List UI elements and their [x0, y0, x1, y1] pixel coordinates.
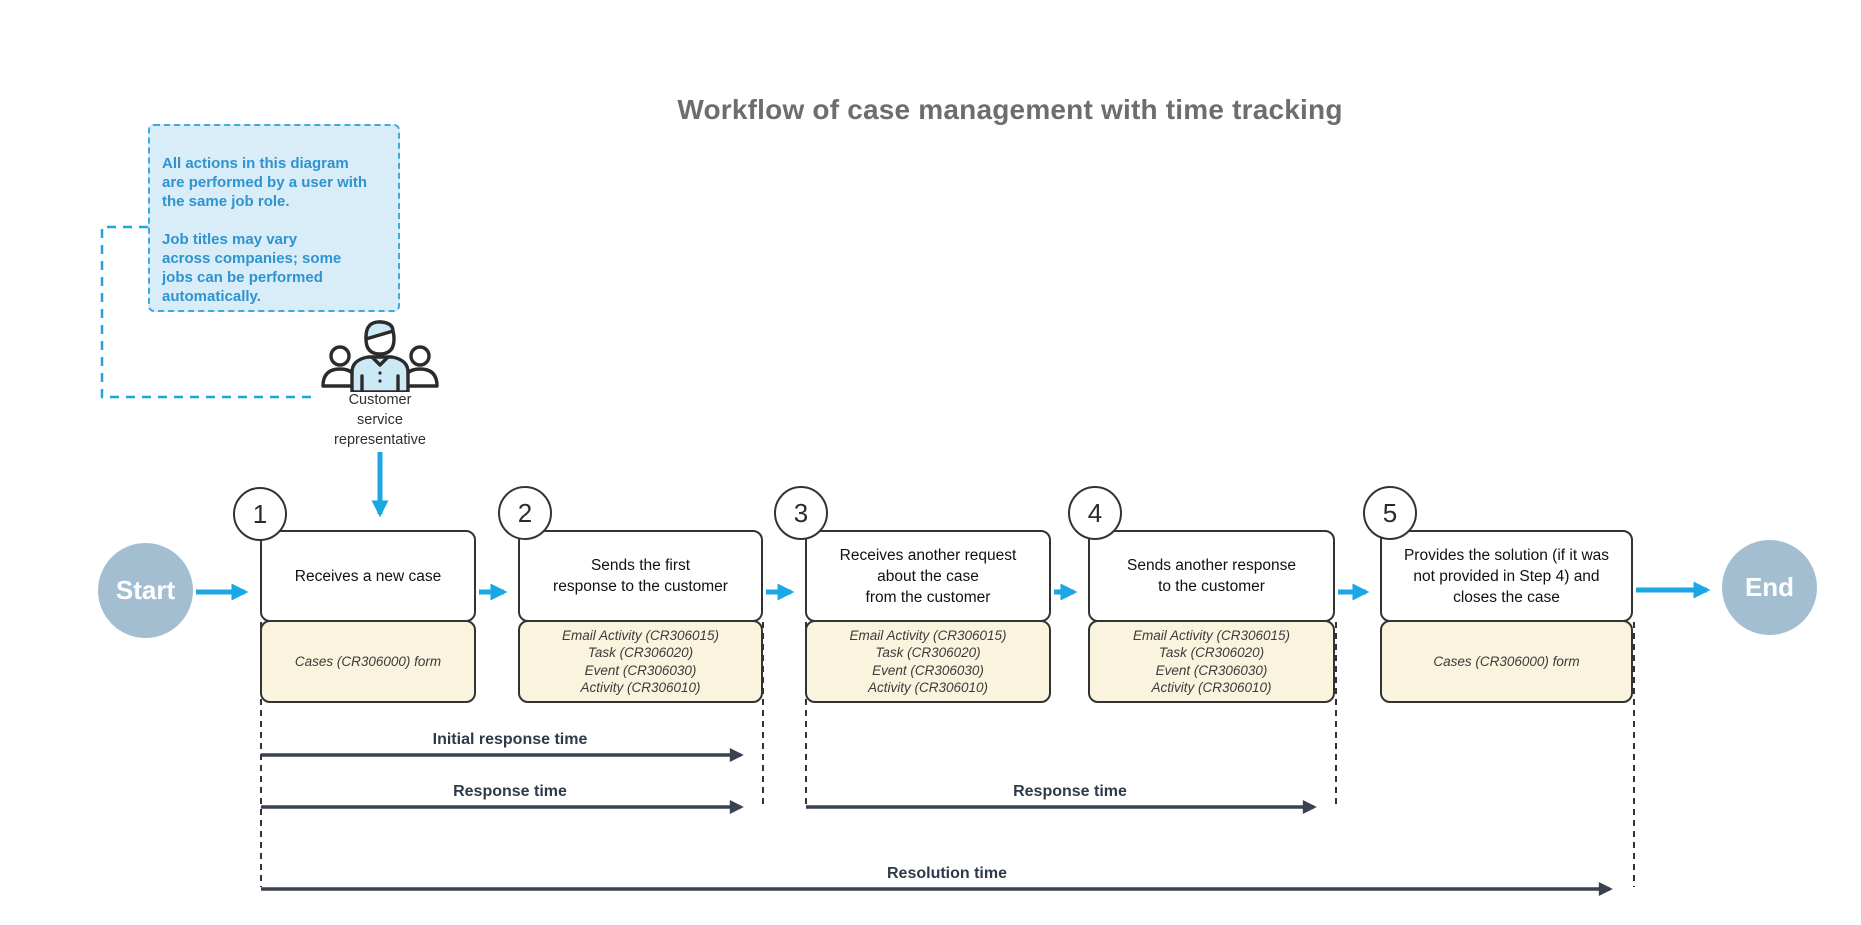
step-title: Receives a new case — [294, 567, 442, 585]
step-title: Receives another request about the case … — [839, 546, 1017, 606]
start-label: Start — [115, 575, 176, 605]
step-details: Cases (CR306000) form — [294, 653, 442, 669]
step-title: Provides the solution (if it was not pro… — [1403, 546, 1610, 606]
center-person-arms — [360, 374, 400, 392]
timer-label-response-2: Response time — [1013, 783, 1127, 800]
timer-label-initial-response: Initial response time — [432, 731, 588, 748]
step-5-badge: 5 — [1363, 486, 1417, 540]
step-number: 3 — [793, 497, 809, 528]
step-3-title-box: Receives another request about the case … — [805, 530, 1051, 622]
step-number: 1 — [252, 498, 268, 529]
people-group-icon — [321, 320, 439, 392]
timer-label-response-1: Response time — [453, 783, 567, 800]
center-person-hair — [364, 320, 395, 341]
end-node: End — [1722, 540, 1817, 635]
step-details: Cases (CR306000) form — [1433, 653, 1580, 669]
step-1-badge: 1 — [233, 487, 287, 541]
step-5-title-box: Provides the solution (if it was not pro… — [1380, 530, 1633, 622]
step-2-badge: 2 — [498, 486, 552, 540]
left-person-head — [329, 345, 351, 367]
step-4-badge: 4 — [1068, 486, 1122, 540]
actor-label: Customer service representative — [334, 392, 426, 448]
step-2-title-box: Sends the first response to the customer — [518, 530, 763, 622]
step-2-details-box: Email Activity (CR306015) Task (CR306020… — [518, 620, 763, 703]
right-person-head — [409, 345, 431, 367]
step-details: Email Activity (CR306015) Task (CR306020… — [849, 627, 1007, 696]
step-4-details-box: Email Activity (CR306015) Task (CR306020… — [1088, 620, 1335, 703]
start-node: Start — [98, 543, 193, 638]
shirt-button — [378, 371, 382, 375]
step-number: 2 — [517, 497, 533, 528]
end-label: End — [1744, 572, 1795, 602]
step-4-title-box: Sends another response to the customer — [1088, 530, 1335, 622]
step-number: 4 — [1087, 497, 1103, 528]
timer-label-resolution: Resolution time — [886, 865, 1008, 882]
step-title: Sends the first response to the customer — [553, 557, 728, 595]
step-details: Email Activity (CR306015) Task (CR306020… — [1132, 627, 1291, 696]
note-text: All actions in this diagram are performe… — [162, 155, 368, 305]
shirt-button — [378, 379, 382, 383]
step-number: 5 — [1382, 497, 1398, 528]
step-details: Email Activity (CR306015) Task (CR306020… — [561, 627, 720, 696]
center-person-collar — [370, 355, 390, 367]
step-1-title-box: Receives a new case — [260, 530, 476, 622]
note-box: All actions in this diagram are performe… — [148, 124, 400, 312]
step-3-badge: 3 — [774, 486, 828, 540]
diagram-title: Workflow of case management with time tr… — [677, 94, 1343, 125]
step-5-details-box: Cases (CR306000) form — [1380, 620, 1633, 703]
step-3-details-box: Email Activity (CR306015) Task (CR306020… — [805, 620, 1051, 703]
step-1-details-box: Cases (CR306000) form — [260, 620, 476, 703]
step-title: Sends another response to the customer — [1127, 557, 1296, 595]
